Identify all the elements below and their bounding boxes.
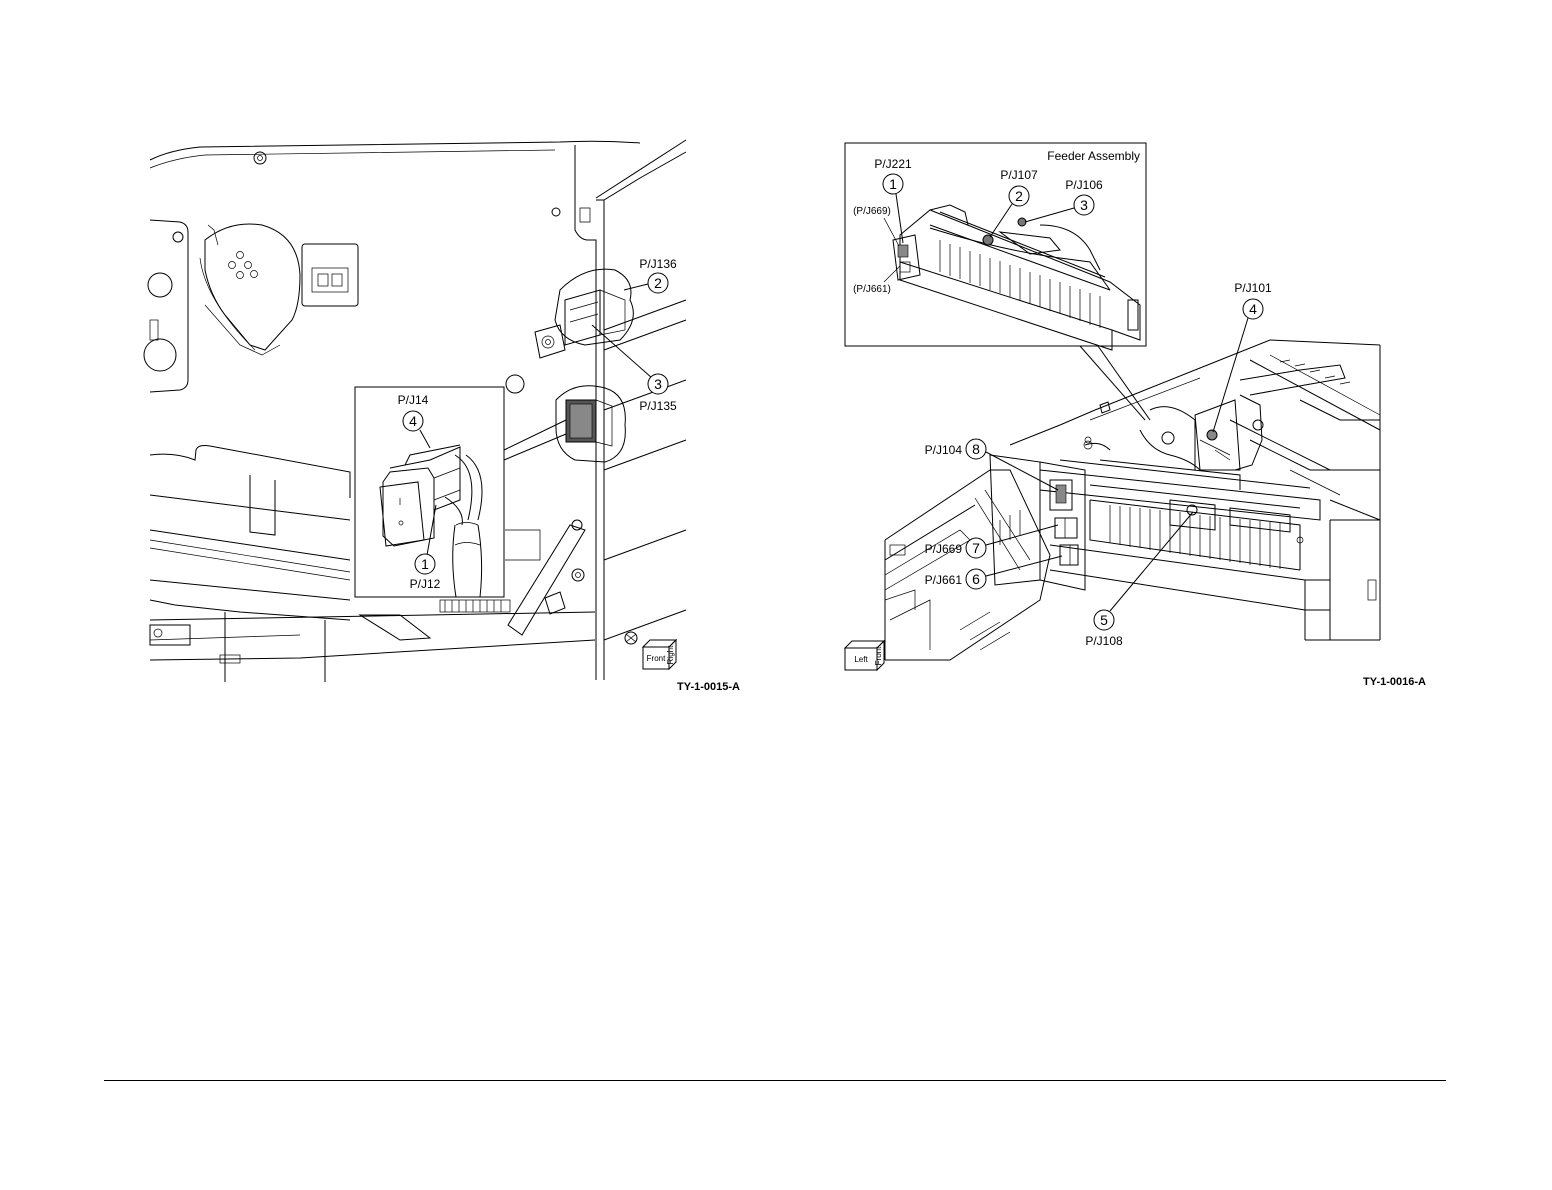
callout-2-label: P/J136 [639, 257, 677, 271]
callout-7-label: P/J669 [925, 542, 963, 556]
callout-4-number: 4 [409, 413, 417, 429]
footer-divider [104, 1080, 1446, 1081]
inset-callout-1-number: 1 [889, 176, 897, 192]
figure-right-id: TY-1-0016-A [1363, 676, 1426, 688]
callout-6-label: P/J661 [925, 573, 963, 587]
callout-3-number: 3 [654, 376, 662, 392]
feeder-assembly-title: Feeder Assembly [1047, 149, 1140, 163]
callout-1-number: 1 [421, 556, 429, 572]
orientation-right-label: Right [666, 645, 675, 664]
inset-callout-1-label: P/J221 [874, 157, 912, 171]
callout-2-number: 2 [654, 275, 662, 291]
figure-right-drawing [885, 340, 1380, 660]
callout-8-number: 8 [972, 441, 980, 457]
callout-4-number-right: 4 [1249, 301, 1257, 317]
orientation-front-label: Front [647, 654, 666, 663]
orientation-left-label: Left [854, 655, 868, 664]
inset-callout-2-label: P/J107 [1000, 168, 1038, 182]
callout-7-number: 7 [972, 540, 980, 556]
inset-callout-3-label: P/J106 [1065, 178, 1103, 192]
inset-callout-3-number: 3 [1080, 197, 1088, 213]
figure-left-inset [355, 387, 566, 597]
figure-left-id: TY-1-0015-A [677, 681, 740, 693]
callout-5-label: P/J108 [1085, 634, 1123, 648]
callout-6-number: 6 [972, 571, 980, 587]
callout-3-label: P/J135 [639, 399, 677, 413]
callout-4-label-right: P/J101 [1234, 281, 1272, 295]
orientation-cube-left: Front Right [643, 640, 676, 669]
inset-callout-2-number: 2 [1015, 188, 1023, 204]
orientation-front-label-right: Front [874, 646, 883, 665]
callout-4-label: P/J14 [398, 393, 429, 407]
callout-1-label: P/J12 [410, 577, 441, 591]
callout-8-label: P/J104 [925, 443, 963, 457]
orientation-cube-right: Left Front [845, 641, 884, 670]
inset-sublabel-pj661: (P/J661) [853, 284, 891, 295]
callout-5-number: 5 [1100, 612, 1108, 628]
inset-sublabel-pj669: (P/J669) [853, 206, 891, 217]
